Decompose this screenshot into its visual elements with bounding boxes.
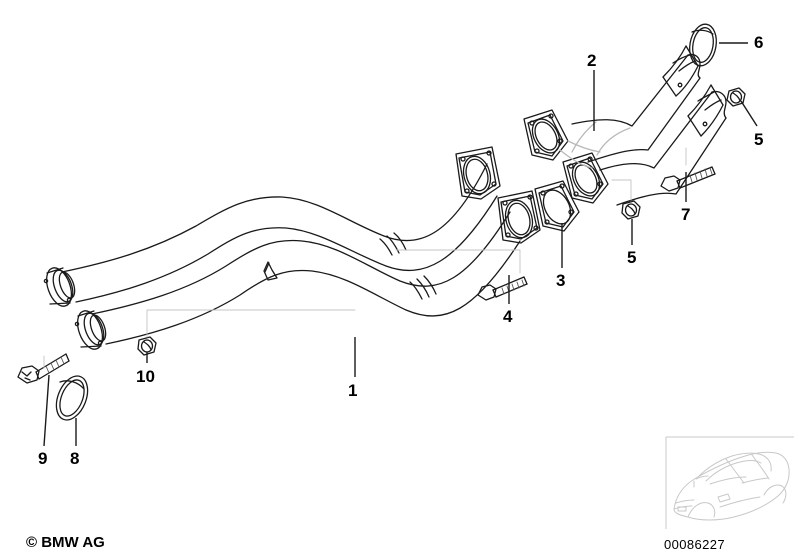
callout-label-9[interactable]: 9 [38, 449, 48, 468]
part4-hex-bolt [477, 276, 528, 301]
leader-9 [43, 374, 50, 447]
part2-upper-pipe [523, 45, 701, 163]
leader-5-upper [740, 100, 758, 127]
part9-hex-bolt [17, 353, 70, 384]
copyright-notice: © BMW AG [26, 534, 105, 551]
vehicle-silhouette-icon [673, 451, 790, 521]
callout-label-5-upper[interactable]: 5 [754, 130, 764, 149]
callout-label-1[interactable]: 1 [348, 381, 358, 400]
part5-nut-lower [621, 200, 641, 220]
callout-label-6[interactable]: 6 [754, 33, 764, 52]
callout-label-7[interactable]: 7 [681, 205, 691, 224]
part3-flange-gasket [534, 180, 580, 232]
part2-lower-pipe [559, 84, 727, 206]
part7-hex-bolt [660, 166, 716, 192]
assembly-guide-lines [43, 147, 687, 369]
vehicle-thumbnail-frame [665, 436, 794, 529]
part1-lower-pipe [74, 190, 541, 350]
callout-leaders [43, 42, 758, 447]
part6-sealing-ring [689, 23, 717, 67]
callout-label-8[interactable]: 8 [70, 449, 80, 468]
callout-label-4[interactable]: 4 [503, 307, 513, 326]
diagram-part-number: 00086227 [664, 537, 726, 552]
part1-upper-pipe [43, 146, 501, 307]
callout-label-3[interactable]: 3 [556, 271, 566, 290]
callout-label-10[interactable]: 10 [136, 367, 155, 386]
callout-label-2[interactable]: 2 [587, 51, 597, 70]
part8-sealing-ring [55, 375, 89, 421]
callout-label-5-lower[interactable]: 5 [627, 248, 637, 267]
